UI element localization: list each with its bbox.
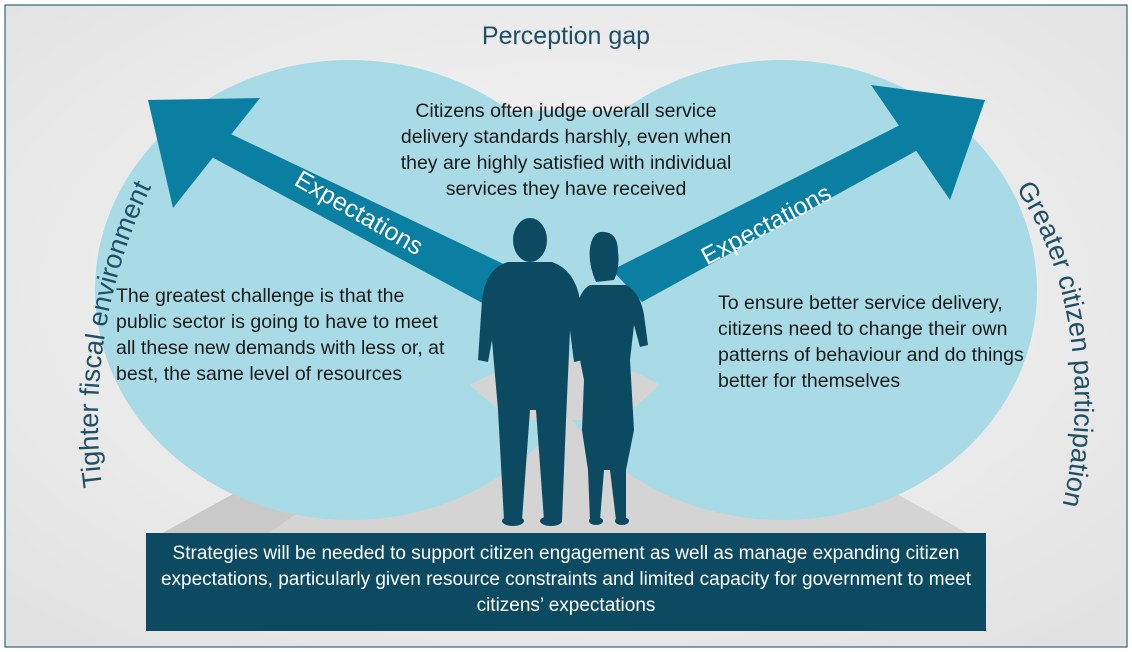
diagram-title: Perception gap xyxy=(481,22,651,50)
right-arrow xyxy=(612,85,985,302)
top-ellipse-band xyxy=(180,110,952,330)
woman-silhouette xyxy=(572,231,648,525)
strategy-text: Strategies will be needed to support cit… xyxy=(160,543,971,616)
left-paragraph: The greatest challenge is that the publi… xyxy=(116,285,445,385)
left-arrow xyxy=(148,98,512,306)
right-paragraph: To ensure better service delivery, citiz… xyxy=(718,292,1024,392)
center-paragraph: Citizens often judge overall service del… xyxy=(400,100,732,200)
strategy-box xyxy=(146,533,986,631)
man-silhouette xyxy=(478,218,583,526)
